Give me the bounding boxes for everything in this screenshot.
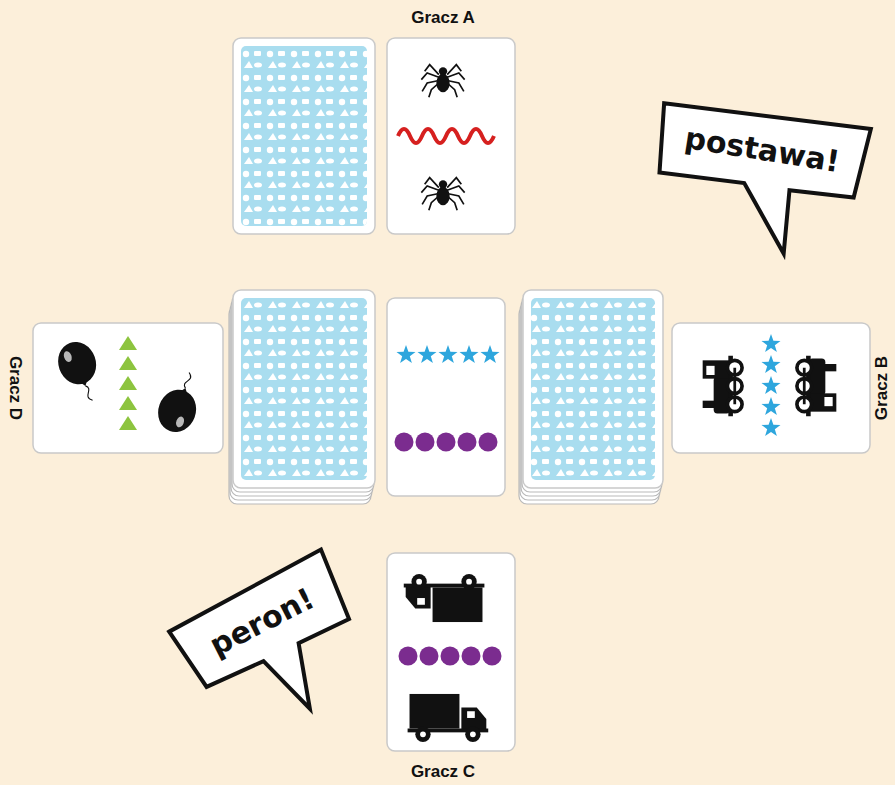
truck-symbol [404, 574, 485, 622]
balloon-symbol [152, 367, 208, 438]
dot-row [395, 433, 498, 452]
bubble-shape [644, 96, 871, 264]
player-label: Gracz C [411, 762, 475, 782]
symbol-card [387, 553, 515, 751]
star-row [397, 345, 500, 363]
card-deck [229, 290, 375, 504]
player-label: Gracz A [411, 8, 475, 28]
player-label: Gracz D [5, 356, 25, 420]
speech-bubble: peron! [173, 553, 351, 690]
card-deck [519, 290, 663, 504]
symbol-card [387, 38, 515, 234]
symbol-card [672, 323, 870, 453]
spider-symbol [421, 65, 464, 98]
wave-symbol [398, 129, 494, 143]
speech-bubble: postawa! [654, 99, 871, 201]
card-back [233, 38, 375, 234]
train-symbol [797, 356, 836, 417]
dot-row [399, 647, 502, 666]
symbol-card [387, 298, 505, 496]
triangle-column [119, 336, 137, 430]
spider-symbol [421, 178, 464, 211]
player-label: Gracz B [872, 356, 892, 420]
star-column [762, 334, 781, 436]
train-symbol [703, 356, 742, 417]
balloon-symbol [52, 337, 108, 408]
truck-symbol [408, 694, 489, 742]
symbol-card [33, 323, 223, 453]
bubble-shape [167, 549, 383, 749]
